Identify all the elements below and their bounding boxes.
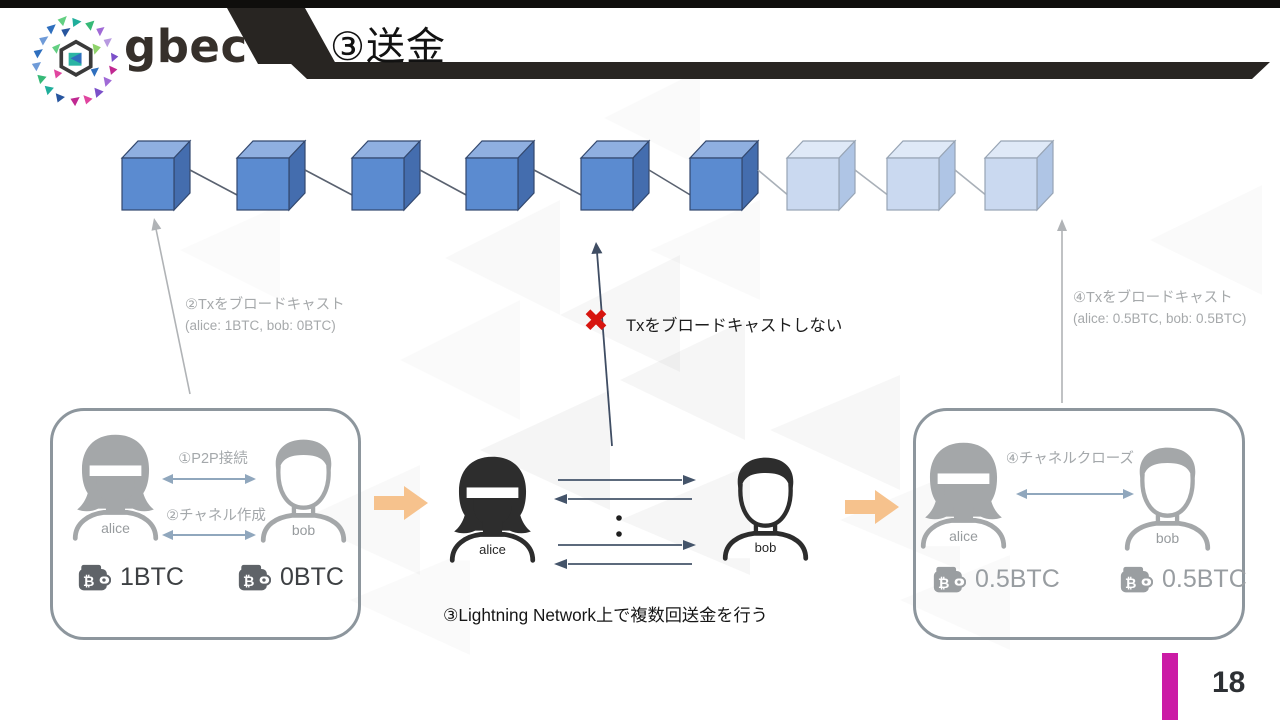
wallet-icon	[238, 564, 271, 592]
avatar-alice: alice	[58, 430, 173, 545]
wallet-balance: 0BTC	[280, 563, 344, 591]
wallet-icon	[1120, 566, 1153, 594]
block-cube-pending	[983, 139, 1055, 212]
block-link	[954, 169, 988, 197]
annotation-line: ④Txをブロードキャスト	[1073, 290, 1233, 306]
open-channel-box	[50, 408, 361, 640]
wallet-balance: 0.5BTC	[1162, 565, 1247, 593]
block-link	[533, 169, 584, 197]
no-broadcast-arrow	[591, 242, 613, 447]
step-channel-close-label: ④チャネルクローズ	[1005, 451, 1135, 467]
avatar-alice: alice	[906, 438, 1021, 553]
block-cube	[235, 139, 307, 212]
payment-arrows	[554, 475, 696, 569]
avatar-label: bob	[754, 539, 777, 555]
double-arrow-icon	[162, 474, 256, 484]
block-cube-pending	[885, 139, 957, 212]
alice-wallet: 0.5BTC	[933, 565, 1060, 594]
annotation-line: ②Txをブロードキャスト	[185, 297, 345, 313]
avatar-label: bob	[291, 521, 316, 538]
page-title: ③送金	[330, 26, 446, 69]
block-cube	[350, 139, 422, 212]
bob-wallet: 0BTC	[238, 563, 344, 592]
block-cube-pending	[785, 139, 857, 212]
block-link	[419, 169, 469, 197]
wallet-balance: 0.5BTC	[975, 565, 1060, 593]
close-channel-box	[913, 408, 1245, 640]
wallet-icon	[78, 564, 111, 592]
avatar-bob: bob	[1110, 440, 1225, 555]
block-link	[189, 169, 240, 197]
block-link	[757, 169, 790, 197]
bob-wallet: 0.5BTC	[1120, 565, 1247, 594]
step-p2p-label: ①P2P接続	[178, 451, 248, 467]
block-cube	[464, 139, 536, 212]
flow-arrow-right-icon	[845, 490, 899, 524]
avatar-label: alice	[479, 541, 506, 557]
annotation-line: (alice: 0.5BTC, bob: 0.5BTC)	[1073, 310, 1247, 326]
avatar-label: alice	[101, 519, 130, 536]
flow-arrow-left-icon	[374, 486, 428, 520]
double-arrow-icon	[162, 530, 256, 540]
accent-bar	[1162, 653, 1178, 720]
block-link	[854, 169, 890, 197]
double-arrow-icon	[1016, 489, 1134, 499]
avatar-label: bob	[1155, 529, 1180, 546]
payment-caption: ③Lightning Network上で複数回送金を行う	[443, 605, 768, 625]
annotation-broadcast-left: ②Txをブロードキャスト (alice: 1BTC, bob: 0BTC)	[185, 295, 345, 335]
avatar-label: alice	[949, 527, 978, 544]
avatar-alice: alice	[435, 452, 550, 567]
annotation-line: (alice: 1BTC, bob: 0BTC)	[185, 317, 336, 333]
alice-wallet: 1BTC	[78, 563, 184, 592]
page-number: 18	[1212, 666, 1246, 699]
block-link	[648, 169, 693, 197]
avatar-bob: bob	[246, 432, 361, 547]
red-cross-icon: ✖	[583, 303, 609, 338]
brand-text: gbec	[124, 20, 248, 73]
block-cube	[579, 139, 651, 212]
block-cube	[688, 139, 760, 212]
step-channel-create-label: ②チャネル作成	[166, 508, 266, 524]
block-link	[304, 169, 355, 197]
annotation-no-broadcast: Txをブロードキャストしない	[626, 317, 843, 335]
block-cube	[120, 139, 192, 212]
gbec-logo-mark	[31, 16, 119, 107]
avatar-bob: bob	[708, 450, 823, 565]
wallet-icon	[933, 566, 966, 594]
top-bar	[0, 0, 1280, 8]
broadcast-arrow-right	[1057, 219, 1067, 403]
annotation-broadcast-right: ④Txをブロードキャスト (alice: 0.5BTC, bob: 0.5BTC…	[1073, 288, 1246, 328]
wallet-balance: 1BTC	[120, 563, 184, 591]
